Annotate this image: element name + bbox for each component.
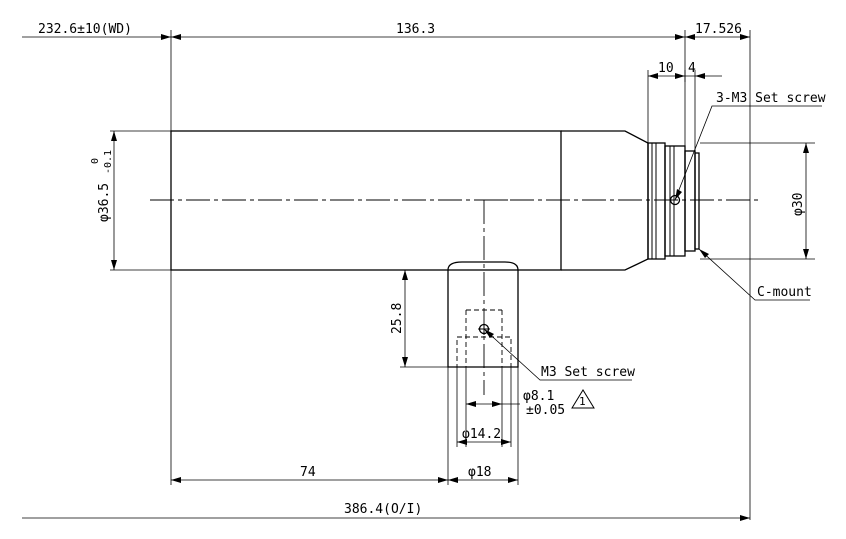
dim-port-outer: φ18: [468, 465, 491, 480]
dim-overall: 386.4(O/I): [344, 502, 422, 517]
lens-body: [170, 130, 700, 271]
note-flag-icon: 1: [571, 389, 595, 409]
dim-port-inner: φ14.2: [462, 427, 501, 442]
dim-mount-diameter-group: φ30: [791, 193, 806, 216]
callout-m3-set-screw: M3 Set screw: [541, 365, 635, 380]
note-flag-number: 1: [579, 395, 586, 408]
dim-body-length: 136.3: [396, 22, 435, 37]
callout-c-mount: C-mount: [757, 285, 812, 300]
dim-body-diameter: φ36.5: [97, 183, 112, 222]
dim-port-hole-tol: ±0.05: [526, 403, 565, 418]
dim-mount-diameter: φ30: [791, 193, 806, 216]
dim-port-offset: 74: [300, 465, 316, 480]
dim-port-height-group: 25.8: [390, 303, 405, 334]
side-port: [447, 261, 519, 368]
dim-body-diameter-group: φ36.5 0 -0.1: [90, 150, 114, 222]
dim-flange: 17.526: [695, 22, 742, 37]
dim-port-hole: φ8.1: [523, 389, 554, 404]
leader-lines: [483, 105, 822, 381]
callout-3-m3-set-screw: 3-M3 Set screw: [716, 91, 826, 106]
dim-body-tol-upper: 0: [90, 158, 101, 164]
dim-wd: 232.6±10(WD): [38, 22, 132, 37]
dim-port-height: 25.8: [390, 303, 405, 334]
extension-lines: [110, 30, 815, 520]
dimension-lines: [22, 34, 809, 521]
dim-ten: 10: [658, 61, 674, 76]
dim-body-tol-lower: -0.1: [103, 150, 114, 174]
dim-four: 4: [688, 61, 696, 76]
